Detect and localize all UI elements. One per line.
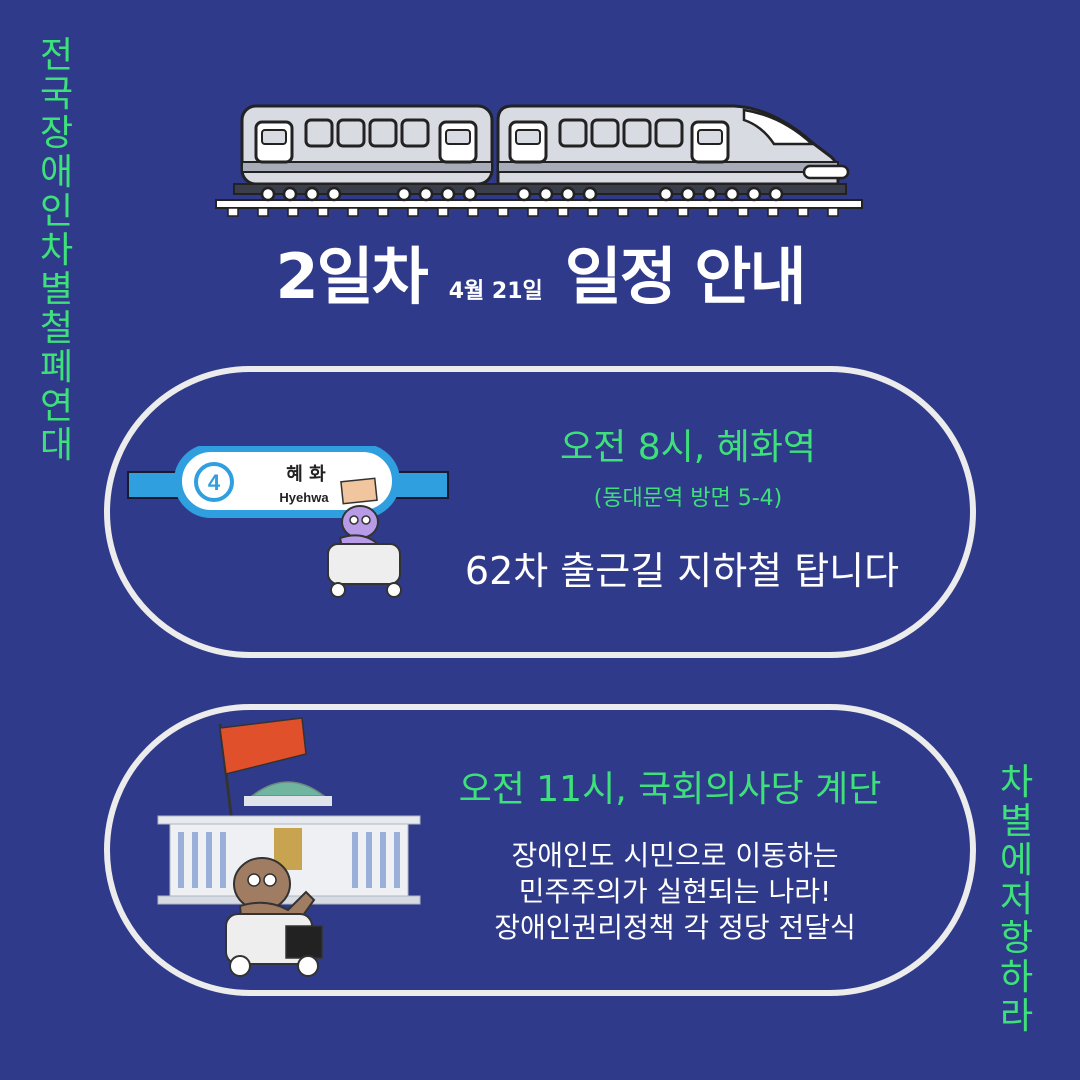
schedule-2-body: 장애인도 시민으로 이동하는 민주주의가 실현되는 나라! 장애인권리정책 각 … [430, 838, 920, 946]
left-char: 국 [40, 74, 74, 115]
right-char: 항 [1000, 918, 1034, 959]
schedule-2-body-line: 장애인권리정책 각 정당 전달식 [494, 911, 856, 944]
schedule-1-sub: (동대문역 방면 5-4) [593, 486, 783, 511]
left-char: 별 [40, 269, 74, 310]
schedule-2-time-place: 오전 11시, 국회의사당 계단 [458, 769, 882, 810]
left-char: 연 [40, 386, 74, 427]
station-line-number: 4 [208, 470, 221, 495]
train-illustration [215, 104, 863, 217]
schedule-2-body-line: 장애인도 시민으로 이동하는 [511, 839, 839, 872]
schedule-card-2 [104, 704, 976, 996]
right-vertical-slogan: 차 별 에 저 항 하 라 [1000, 763, 1033, 1036]
schedule-1-body: 62차 출근길 지하철 탑니다 [464, 549, 900, 593]
station-sign-illustration: 4 혜 화 Hyehwa [127, 446, 449, 598]
left-char: 대 [40, 425, 74, 466]
right-char: 별 [1000, 801, 1034, 842]
title-date: 4월 21일 [448, 279, 543, 304]
right-char: 하 [1000, 957, 1034, 998]
right-char: 차 [1000, 762, 1034, 803]
left-char: 인 [40, 191, 74, 232]
station-name-ko: 혜 화 [286, 464, 326, 485]
left-char: 철 [40, 308, 74, 349]
left-vertical-slogan: 전 국 장 애 인 차 별 철 폐 연 대 [40, 36, 73, 465]
schedule-1-time-place: 오전 8시, 혜화역 [560, 427, 816, 468]
station-name-en: Hyehwa [279, 490, 329, 505]
page-title: 2일차 4월 21일 일정 안내 [0, 226, 1080, 316]
schedule-2-body-line: 민주주의가 실현되는 나라! [518, 875, 832, 908]
title-main: 일정 안내 [564, 240, 807, 313]
right-char: 라 [1000, 996, 1034, 1037]
left-char: 전 [40, 35, 74, 76]
left-char: 폐 [40, 347, 74, 388]
right-char: 저 [1000, 879, 1034, 920]
schedule-card-1 [104, 366, 976, 658]
left-char: 차 [40, 230, 74, 271]
left-char: 애 [40, 152, 74, 193]
title-day: 2일차 [275, 240, 428, 313]
right-char: 에 [1000, 840, 1034, 881]
left-char: 장 [40, 113, 74, 154]
national-assembly-illustration [157, 717, 421, 977]
